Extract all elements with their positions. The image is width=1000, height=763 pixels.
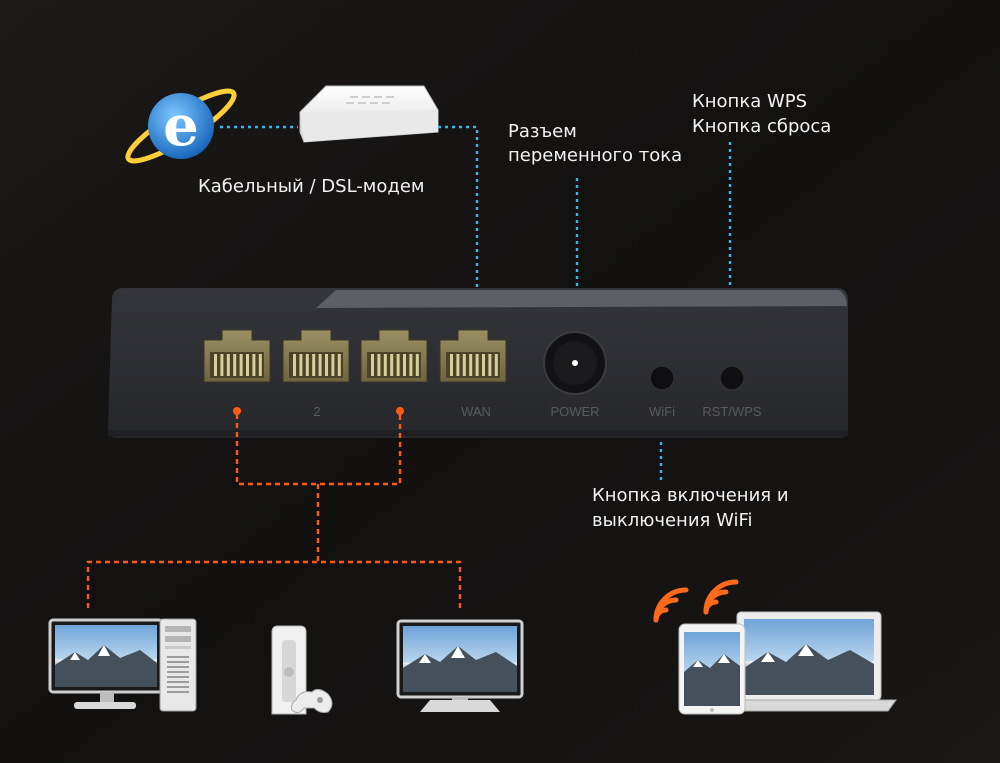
wifi-label-line2: выключения WiFi — [592, 510, 753, 531]
orange-connector-lines — [86, 414, 462, 608]
wifi-button — [649, 365, 675, 391]
modem-label: Кабельный / DSL-модем — [198, 176, 425, 197]
ac-label-line2: переменного тока — [508, 145, 683, 166]
tablet-icon — [678, 623, 746, 715]
wifi-label: WiFi — [649, 404, 675, 419]
internet-explorer-icon: e — [125, 88, 237, 164]
tv-icon — [396, 619, 524, 712]
svg-text:e: e — [163, 93, 199, 159]
port-label-2: 2 — [313, 404, 321, 419]
modem-icon — [299, 85, 439, 143]
laptop-icon — [721, 611, 897, 712]
wps-label-line2: Кнопка сброса — [692, 116, 832, 137]
power-jack — [543, 331, 607, 395]
port-label-wan: WAN — [461, 404, 491, 419]
ac-label-line1: Разъем — [508, 121, 577, 142]
ethernet-ports — [203, 329, 507, 383]
wan-port — [439, 329, 507, 383]
desktop-pc-icon — [48, 618, 197, 712]
lan-port-3 — [360, 329, 428, 383]
router-top-stripe — [316, 290, 847, 308]
lan-port-2 — [282, 329, 350, 383]
wifi-label-line1: Кнопка включения и — [592, 485, 789, 506]
wps-label-line1: Кнопка WPS — [692, 91, 808, 112]
lan-port-1 — [203, 329, 271, 383]
rst-wps-button — [719, 365, 745, 391]
rst-wps-label: RST/WPS — [702, 404, 762, 419]
game-console-icon — [271, 625, 333, 715]
wifi-signal-icon — [653, 579, 739, 623]
power-label: POWER — [550, 404, 600, 419]
